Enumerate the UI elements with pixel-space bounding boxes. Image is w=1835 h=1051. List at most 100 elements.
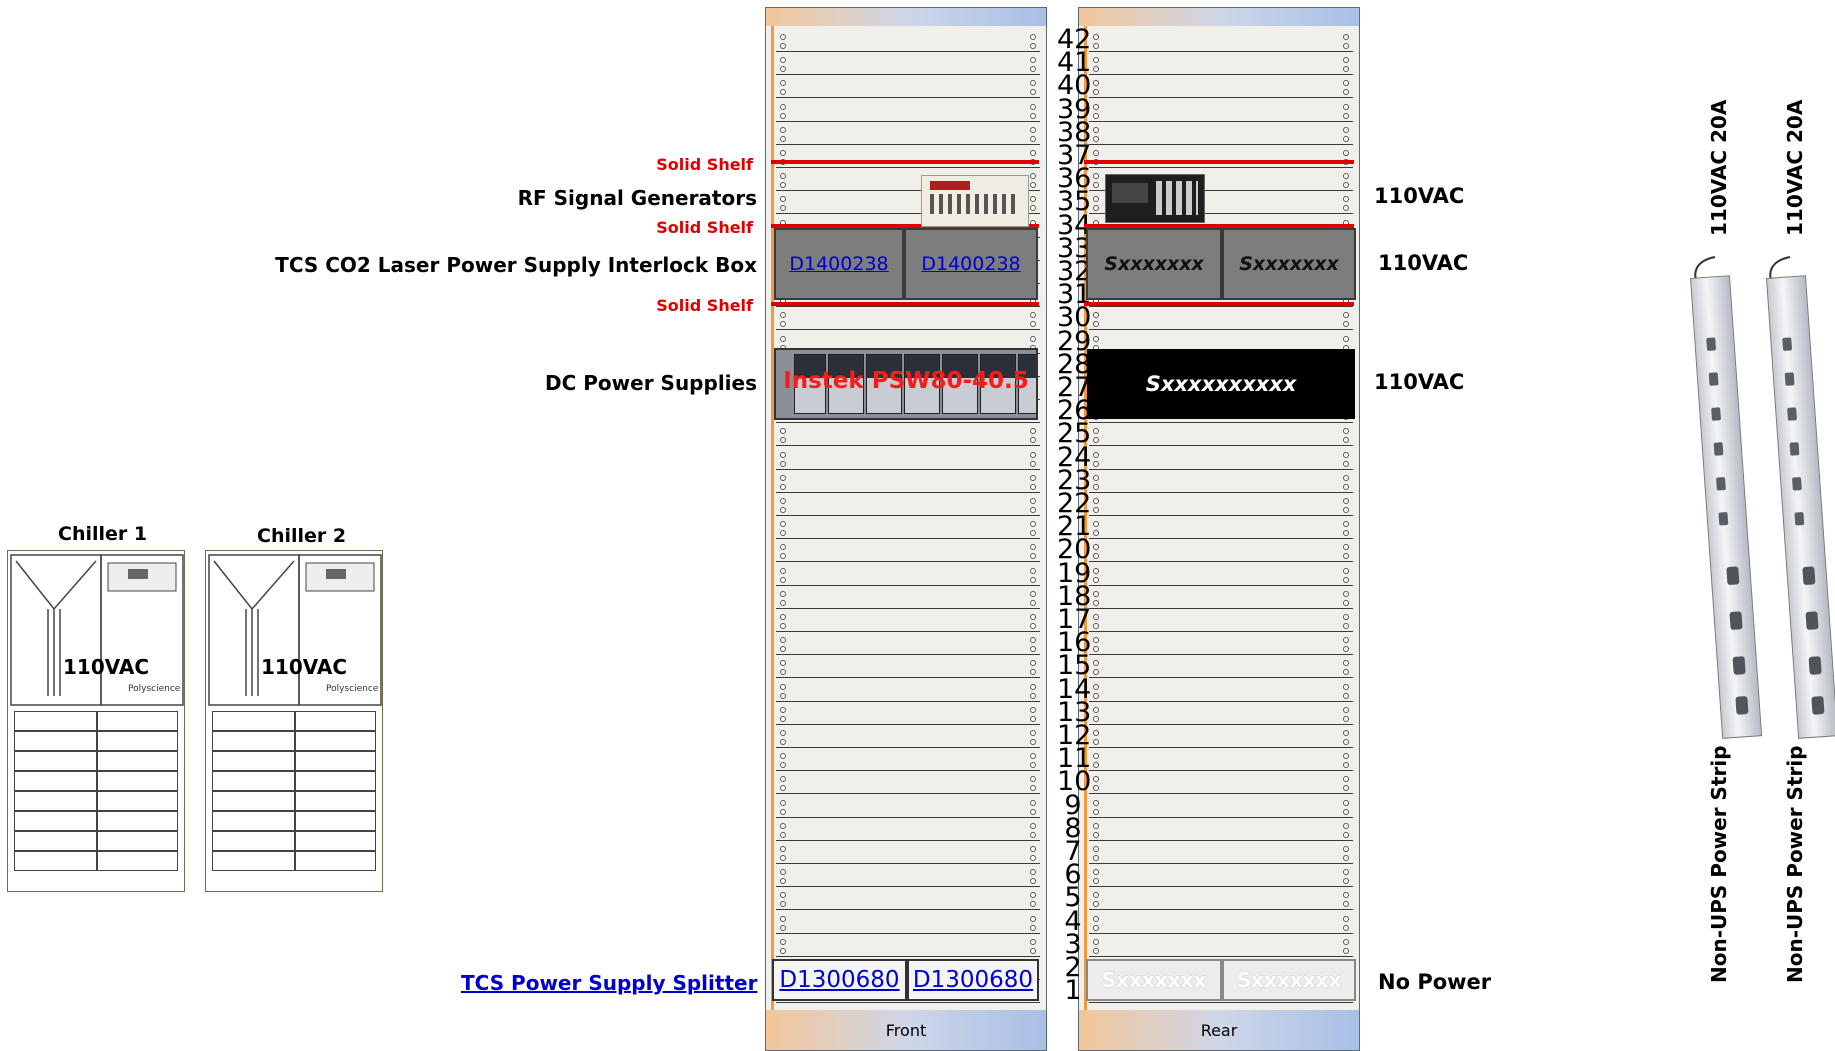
mount-hole — [780, 776, 786, 782]
front-rack-label: Front — [886, 1021, 926, 1040]
mount-hole — [1030, 832, 1036, 838]
mount-hole — [1093, 591, 1099, 597]
mount-hole — [780, 800, 786, 806]
rack-unit-slot — [1089, 610, 1353, 632]
mount-hole — [780, 521, 786, 527]
mount-hole — [780, 428, 786, 434]
mount-hole — [1030, 127, 1036, 133]
front-rack-footer: Front — [766, 1010, 1046, 1050]
rack-unit-slot — [1089, 796, 1353, 818]
mount-hole — [780, 452, 786, 458]
outlet — [1792, 477, 1802, 491]
mount-hole — [1093, 437, 1099, 443]
rf-generator-rear-panel — [1112, 183, 1148, 203]
interlock-front-a-link[interactable]: D1400238 — [789, 253, 888, 275]
mount-hole — [1343, 693, 1349, 699]
mount-hole — [1343, 823, 1349, 829]
mount-hole — [780, 104, 786, 110]
rack-unit-slot — [1089, 53, 1353, 75]
mount-hole — [1030, 762, 1036, 768]
plug — [1809, 656, 1822, 675]
mount-hole — [1030, 823, 1036, 829]
interlock-front-b-link[interactable]: D1400238 — [921, 253, 1020, 275]
mount-hole — [1343, 878, 1349, 884]
mount-hole — [1343, 57, 1349, 63]
mount-hole — [780, 461, 786, 467]
mount-hole — [1343, 428, 1349, 434]
mount-hole — [780, 113, 786, 119]
mount-hole — [780, 173, 786, 179]
mount-hole — [1343, 753, 1349, 759]
rack-unit-slot — [776, 494, 1040, 516]
mount-hole — [1093, 428, 1099, 434]
shelf-label-34: Solid Shelf — [656, 218, 753, 237]
mount-hole — [1093, 475, 1099, 481]
rack-unit-slot — [1089, 448, 1353, 470]
splitter-front-a-link[interactable]: D1300680 — [779, 967, 899, 993]
mount-hole — [1343, 127, 1349, 133]
mount-hole — [1343, 196, 1349, 202]
mount-hole — [1030, 484, 1036, 490]
mount-hole — [1030, 530, 1036, 536]
mount-hole — [1030, 34, 1036, 40]
rack-unit-slot — [1089, 703, 1353, 725]
mount-hole — [1343, 716, 1349, 722]
splitter-front-b-link[interactable]: D1300680 — [913, 967, 1033, 993]
mount-hole — [1030, 925, 1036, 931]
mount-hole — [1093, 939, 1099, 945]
rack-unit-slot — [1089, 772, 1353, 794]
mount-hole — [780, 916, 786, 922]
mount-hole — [1030, 739, 1036, 745]
rack-unit-slot — [1089, 76, 1353, 98]
mount-hole — [780, 637, 786, 643]
mount-hole — [1093, 461, 1099, 467]
mount-hole — [1093, 577, 1099, 583]
mount-hole — [1030, 452, 1036, 458]
mount-hole — [780, 312, 786, 318]
mount-hole — [780, 136, 786, 142]
rear-rack-footer: Rear — [1079, 1010, 1359, 1050]
mount-hole — [1343, 80, 1349, 86]
chiller-2: Polyscience 110VAC — [205, 550, 383, 892]
mount-hole — [1030, 336, 1036, 342]
mount-hole — [1030, 646, 1036, 652]
mount-hole — [1343, 591, 1349, 597]
mount-hole — [1343, 948, 1349, 954]
plug — [1730, 611, 1743, 630]
rack-unit-slot — [776, 633, 1040, 655]
mount-hole — [1093, 707, 1099, 713]
mount-hole — [1030, 89, 1036, 95]
mount-hole — [780, 182, 786, 188]
plug — [1736, 696, 1749, 715]
rf-signal-generator-rear — [1105, 174, 1205, 223]
interlock-rear-b-label: Sxxxxxxx — [1239, 253, 1338, 275]
mount-hole — [1030, 553, 1036, 559]
rack-unit-slot — [776, 424, 1040, 446]
mount-hole — [780, 530, 786, 536]
mount-hole — [780, 878, 786, 884]
mount-hole — [1093, 321, 1099, 327]
mount-hole — [780, 600, 786, 606]
rack-unit-slot — [1089, 749, 1353, 771]
mount-hole — [1093, 89, 1099, 95]
mount-hole — [1093, 637, 1099, 643]
dc-power-supply-front: Instek PSW80-40.5 — [774, 348, 1038, 420]
mount-hole — [1030, 577, 1036, 583]
mount-hole — [780, 832, 786, 838]
mount-hole — [780, 623, 786, 629]
rack-unit-slot — [1089, 540, 1353, 562]
rack-unit-number: 1 — [1057, 979, 1089, 1003]
mount-hole — [1030, 684, 1036, 690]
rack-unit-slot — [1089, 888, 1353, 910]
rack-unit-slot — [1089, 865, 1353, 887]
mount-hole — [780, 693, 786, 699]
mount-hole — [780, 336, 786, 342]
tcs-power-supply-splitter-link[interactable]: TCS Power Supply Splitter — [461, 971, 757, 995]
mount-hole — [1030, 173, 1036, 179]
splitter-rear-a-label: Sxxxxxxx — [1102, 968, 1207, 992]
mount-hole — [1030, 730, 1036, 736]
mount-hole — [1030, 916, 1036, 922]
shelf-label-37: Solid Shelf — [656, 155, 753, 174]
mount-hole — [1093, 762, 1099, 768]
rack-unit-slot — [776, 703, 1040, 725]
